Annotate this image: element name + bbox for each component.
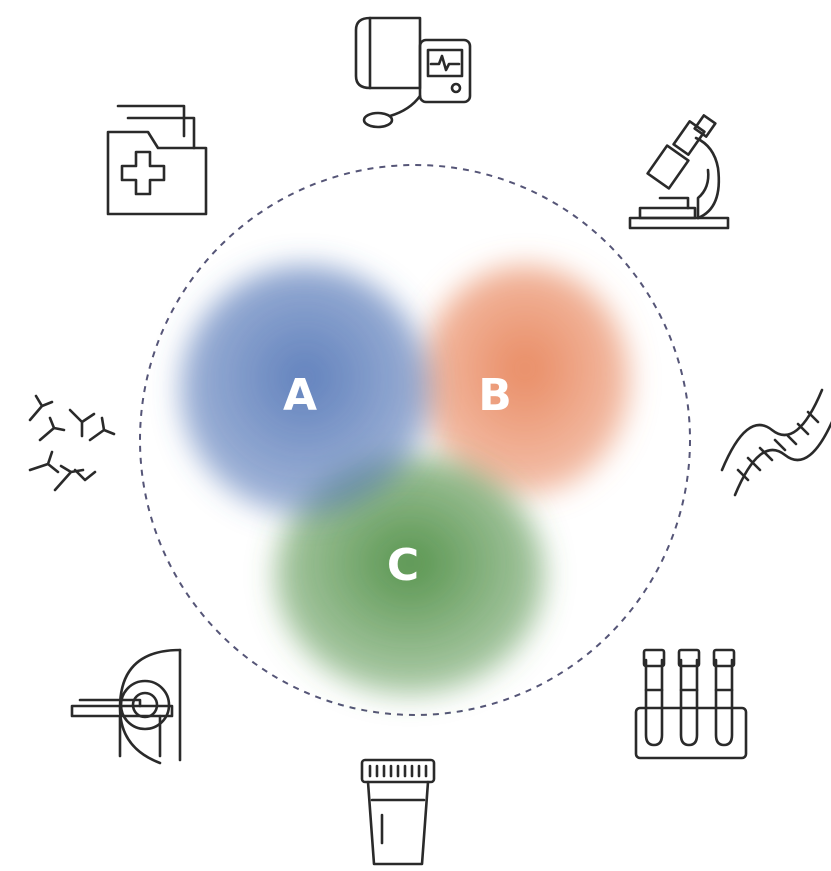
cluster-a [180, 265, 430, 515]
specimen-cup-icon [360, 758, 436, 866]
cluster-c [275, 455, 545, 695]
mri-scanner-icon [70, 648, 182, 765]
blood-pressure-monitor-icon [354, 16, 472, 129]
dashed-ring [139, 164, 691, 716]
medical-record-folder-icon [106, 104, 208, 216]
cluster-c-label: C [387, 540, 419, 591]
antibodies-icon [28, 394, 116, 492]
cluster-b-label: B [478, 370, 512, 421]
microscope-icon [628, 114, 730, 230]
dna-helix-icon [720, 388, 831, 497]
cluster-a-label: A [283, 370, 317, 421]
test-tubes-rack-icon [634, 648, 748, 760]
cluster-b [420, 265, 630, 495]
